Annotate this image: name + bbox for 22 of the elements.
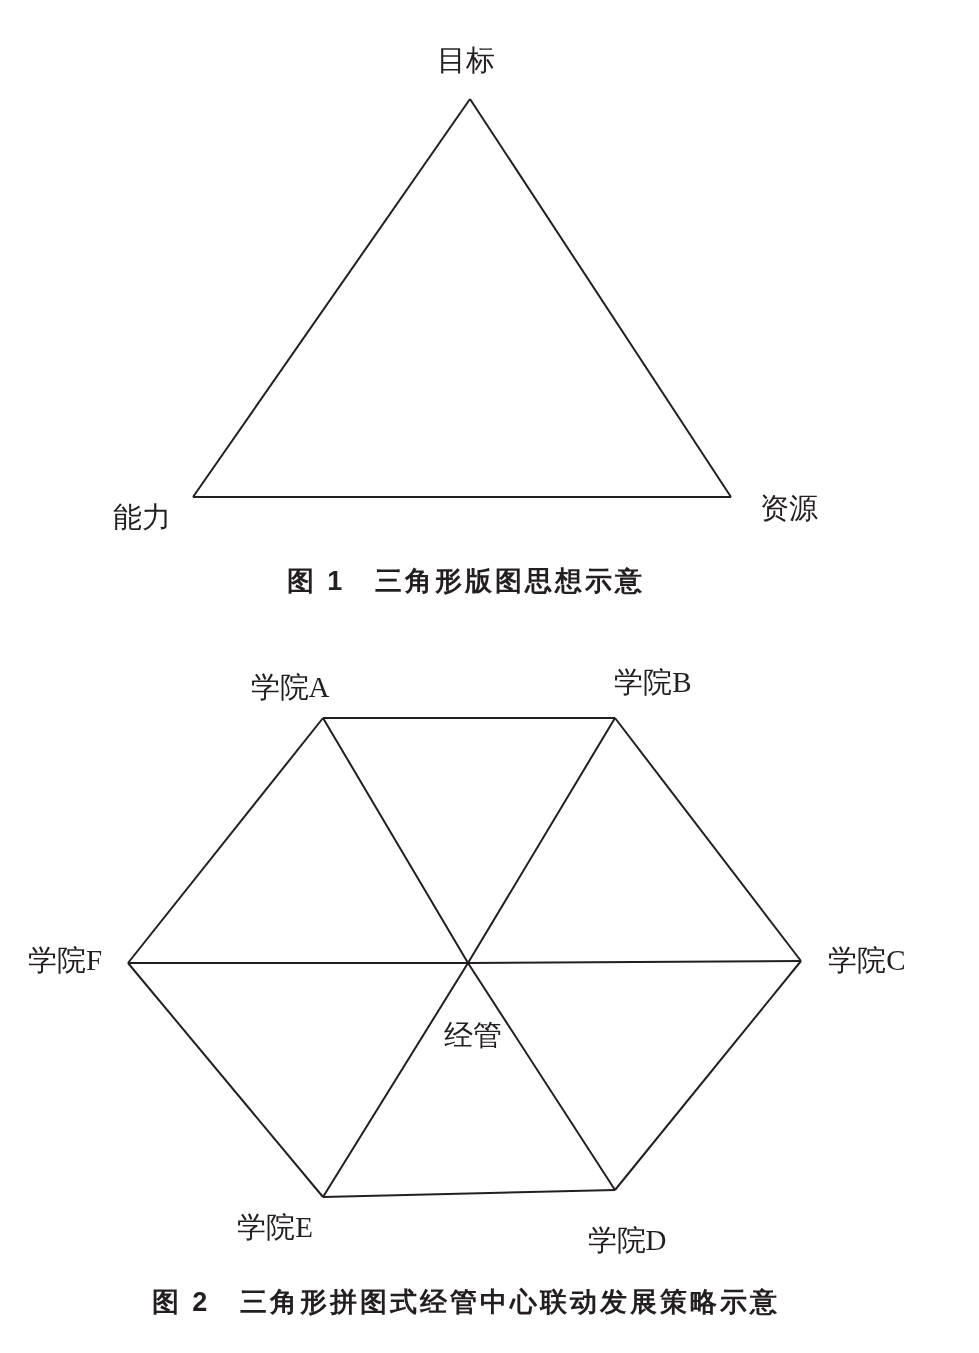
vertex-label: 能力 [113,501,171,533]
triangle-side [192,496,732,498]
hexagon-side [614,960,802,1191]
hexagon-side [322,1189,616,1198]
hexagon-side [614,717,802,962]
figure-caption: 图 1 三角形版图思想示意 [286,566,646,596]
vertex-label: 学院D [587,1224,667,1256]
vertex-label: 目标 [437,44,495,76]
vertex-label: 学院C [828,944,906,976]
center-label: 经管 [444,1019,502,1051]
vertex-label: 学院E [237,1211,313,1243]
vertex-label: 学院B [614,666,692,698]
triangle-side [192,98,471,498]
hexagon-side [127,717,324,964]
vertex-label: 资源 [760,492,818,524]
diagonal-line [127,960,802,964]
vertex-label: 学院F [27,944,103,976]
hexagon-side [127,962,324,1198]
vertex-label: 学院A [250,671,330,703]
figure-caption: 图 2 三角形拼图式经管中心联动发展策略示意 [151,1287,781,1317]
triangle-side [469,98,732,498]
hexagon-side [322,717,616,719]
